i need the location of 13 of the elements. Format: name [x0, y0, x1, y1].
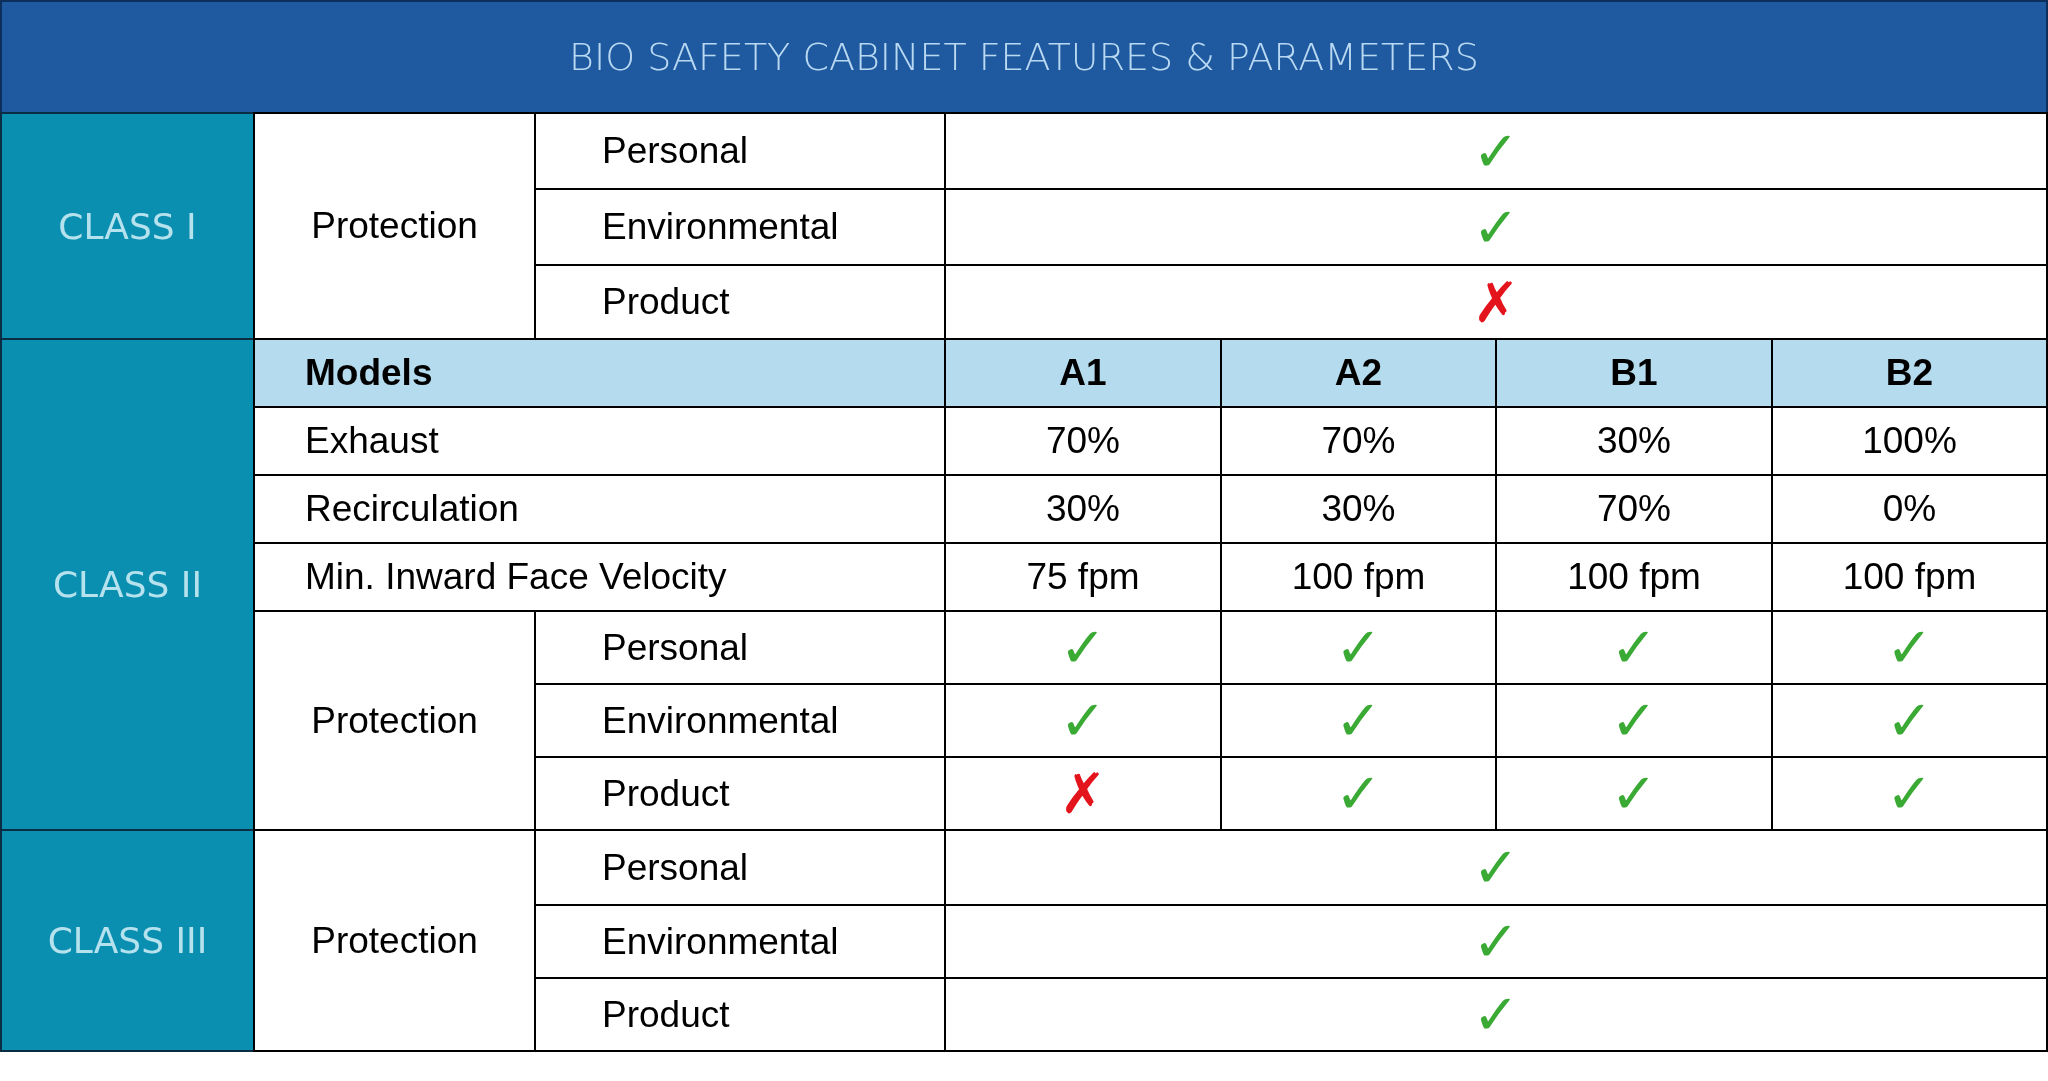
column-header: A2 [1220, 338, 1497, 408]
column-header: B1 [1495, 338, 1773, 408]
column-header: A1 [944, 338, 1222, 408]
row-label: Protection [253, 112, 536, 340]
class-header: CLASS II [0, 338, 255, 831]
check-mark: ✓ [944, 977, 2048, 1052]
class-header: CLASS III [0, 829, 255, 1052]
title-banner: BIO SAFETY CABINET FEATURES & PARAMETERS [0, 0, 2048, 114]
class-header: CLASS I [0, 112, 255, 340]
row-label: Protection [253, 829, 536, 1052]
column-header: Models [253, 338, 946, 408]
column-header: B2 [1771, 338, 2048, 408]
check-mark: ✓ [944, 112, 2048, 190]
